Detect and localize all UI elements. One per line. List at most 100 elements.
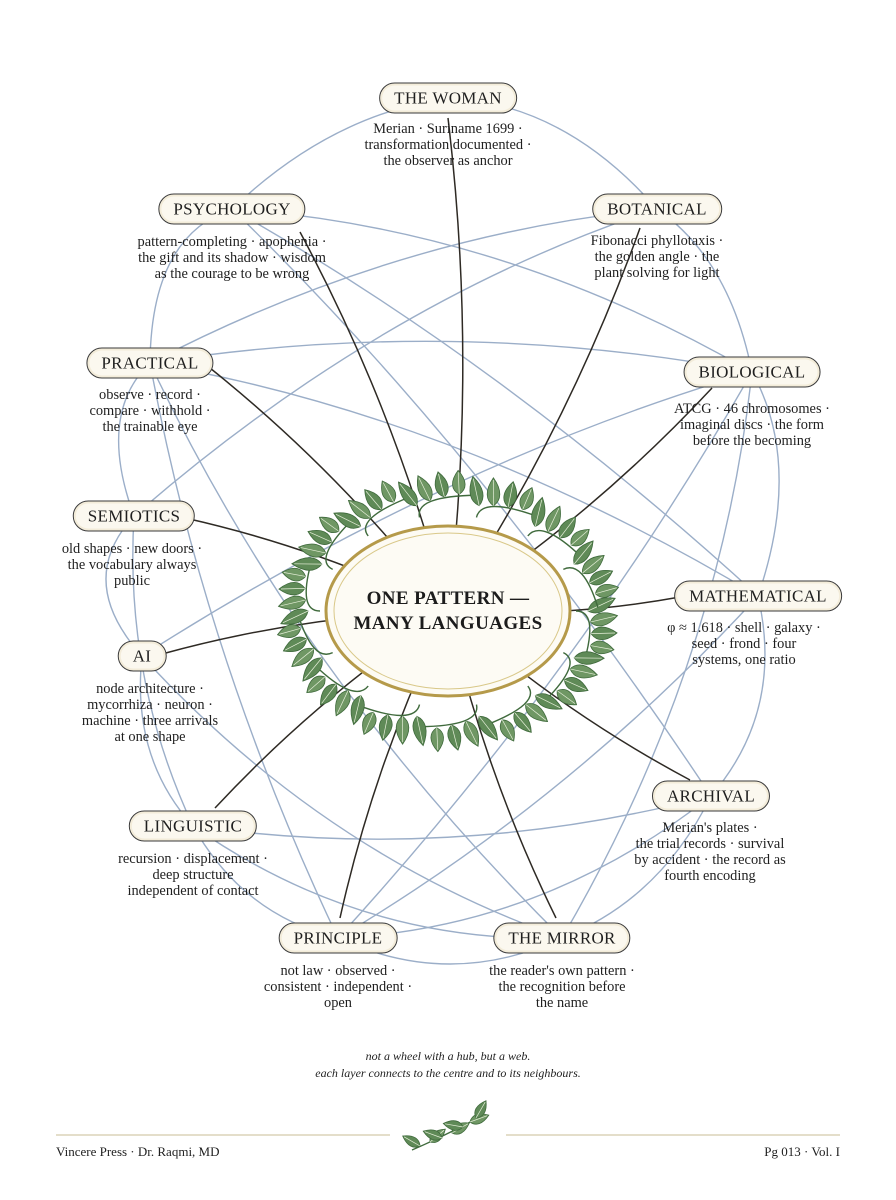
frond-leaf [589, 570, 614, 586]
frond-leaf [478, 715, 499, 741]
frond-leaf [558, 516, 576, 539]
frond-stem [314, 664, 369, 693]
frond-stem [325, 520, 352, 570]
frond-stem [364, 496, 411, 537]
node-botanical[interactable]: BOTANICAL [592, 193, 722, 225]
center-ellipse [324, 524, 572, 698]
node-biological[interactable]: BIOLOGICAL [683, 356, 821, 388]
web-practical-biological [149, 340, 753, 373]
frond-leaf [395, 715, 410, 745]
frond-leaf [277, 595, 307, 610]
frond-leaf [416, 475, 433, 502]
node-psychology[interactable]: PSYCHOLOGY [158, 193, 306, 225]
frond-stem [297, 614, 333, 655]
center-title-line-2: MANY LANGUAGES [353, 613, 543, 634]
node-archival[interactable]: ARCHIVAL [651, 780, 771, 812]
web-biological-mathematical [751, 371, 780, 597]
node-ai-description: node architecture ·mycorrhiza · neuron ·… [81, 681, 219, 745]
frond-leaf [573, 651, 605, 665]
web-botanical-semiotics [133, 208, 658, 517]
frond-leaf [519, 487, 534, 511]
frond-leaf [513, 711, 532, 733]
frond-leaf [573, 540, 594, 565]
frond-stem [563, 567, 599, 608]
center-title: ONE PATTERN — MANY LANGUAGES [353, 586, 542, 636]
frond-leaf [589, 640, 615, 655]
frond-stem [418, 704, 478, 728]
frond-leaf [412, 715, 427, 747]
frond-leaf [499, 719, 515, 742]
frond-leaf [397, 481, 418, 507]
frond-leaf [320, 683, 338, 706]
web-practical-mirror [149, 362, 563, 939]
frond-leaf [278, 581, 306, 596]
frond-leaf [545, 505, 561, 533]
web-psychology-archival [231, 208, 712, 797]
node-psychology-description: pattern-completing · apophenia ·the gift… [137, 234, 327, 282]
frond-leaf [590, 626, 618, 641]
web-mathematical-archival [710, 595, 766, 797]
node-mathematical[interactable]: MATHEMATICAL [674, 580, 842, 612]
frond-stem [475, 505, 539, 518]
web-biological-mirror [561, 371, 753, 939]
web-mathematical-principle [337, 595, 759, 939]
node-semiotics-description: old shapes · new doors ·the vocabulary a… [61, 541, 203, 589]
web-psychology-practical [149, 208, 233, 364]
frond-leaf [430, 727, 444, 753]
frond-leaf [594, 584, 620, 598]
frond-leaf [335, 689, 351, 717]
frond-leaf [276, 624, 302, 638]
frond-leaf [350, 694, 365, 726]
web-practical-mathematical [149, 362, 759, 597]
node-the-mirror-description: the reader's own pattern ·the recognitio… [489, 963, 635, 1011]
node-archival-description: Merian's plates ·the trial records · sur… [634, 820, 786, 884]
web-psychology-biological [231, 208, 753, 373]
frond-leaf [563, 677, 589, 692]
frond-leaf [302, 657, 323, 682]
frond-leaf [589, 612, 619, 627]
frond-stem [418, 494, 478, 518]
node-semiotics[interactable]: SEMIOTICS [72, 500, 196, 532]
frond-stem [485, 685, 532, 726]
caption: not a wheel with a hub, but a web. each … [315, 1048, 581, 1082]
frond-stem [544, 652, 571, 702]
frond-leaf [587, 597, 616, 614]
frond-leaf [378, 714, 393, 742]
frond-leaf [447, 724, 462, 751]
node-the-mirror[interactable]: THE MIRROR [493, 922, 631, 954]
frond-leaf [525, 703, 549, 722]
node-the-woman[interactable]: THE WOMAN [379, 82, 517, 114]
frond-leaf [306, 675, 326, 694]
frond-leaf [534, 693, 563, 710]
web-practical-semiotics [117, 362, 151, 517]
node-principle[interactable]: PRINCIPLE [278, 922, 398, 954]
node-linguistic[interactable]: LINGUISTIC [128, 810, 258, 842]
frond-leaf [469, 475, 484, 507]
frond-leaf [503, 480, 518, 508]
frond-leaf [282, 636, 307, 652]
sprig-leaf [442, 1120, 464, 1131]
web-biological-principle [337, 371, 753, 939]
web-ai-linguistic [139, 655, 194, 827]
frond-leaf [307, 530, 333, 545]
node-ai[interactable]: AI [117, 640, 167, 672]
sprig-leaf [402, 1135, 421, 1148]
frond-leaf [452, 469, 466, 495]
frond-leaf [364, 489, 383, 511]
node-linguistic-description: recursion · displacement ·deep structure… [118, 851, 268, 899]
footer-page-number: Pg 013 · Vol. I [764, 1144, 840, 1159]
node-practical-description: observe · record ·compare · withhold ·th… [89, 387, 211, 435]
footer-publisher: Vincere Press · Dr. Raqmi, MD [56, 1144, 220, 1159]
frond-stem [575, 610, 591, 660]
wreath [276, 469, 620, 753]
node-practical[interactable]: PRACTICAL [86, 347, 214, 379]
frond-leaf [531, 496, 546, 528]
leaf-sprig-icon [402, 1100, 490, 1151]
node-the-woman-description: Merian · Suriname 1699 ·transformation d… [364, 121, 532, 169]
frond-leaf [291, 647, 315, 667]
node-botanical-description: Fibonacci phyllotaxis ·the golden angle … [590, 233, 724, 281]
frond-leaf [570, 528, 590, 547]
frond-leaf [281, 567, 307, 582]
caption-line-2: each layer connects to the centre and to… [315, 1066, 581, 1080]
